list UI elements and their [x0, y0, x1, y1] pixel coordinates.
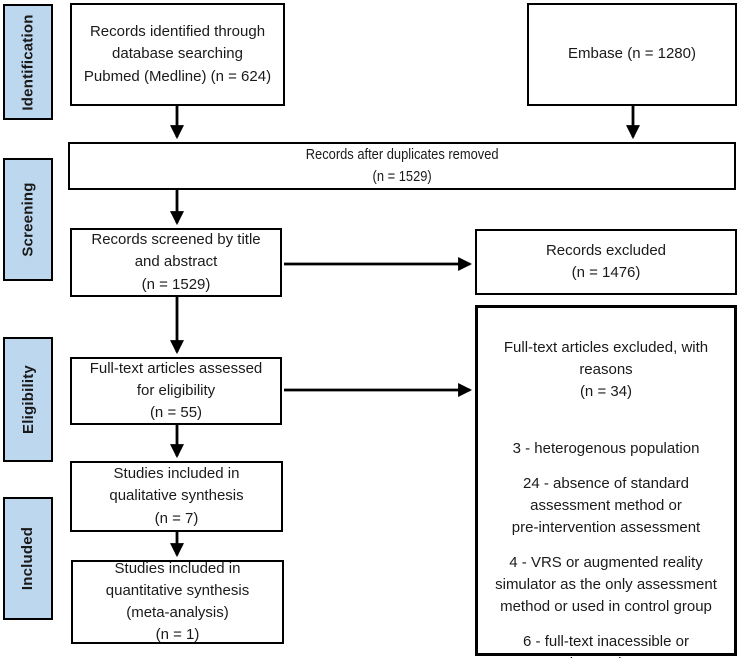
flow-box-fulltext-assessed-text: Full-text articles assessed for eligibil… [89, 359, 263, 422]
flow-box-records-excluded: Records excluded (n = 1476) [475, 229, 737, 295]
flow-box-screened-text: Records screened by title and abstract (… [91, 231, 261, 293]
flow-box-pubmed: Records identified through database sear… [70, 3, 285, 106]
flow-box-embase: Embase (n = 1280) [527, 3, 737, 106]
stage-identification: Identification [3, 4, 53, 120]
stage-screening: Screening [3, 158, 53, 281]
reason-item: 3 - heterogenous population [512, 440, 700, 457]
flow-box-duplicates-removed: Records after duplicates removed (n = 15… [68, 142, 736, 190]
stage-eligibility: Eligibility [3, 337, 53, 462]
flow-box-embase-text: Embase (n = 1280) [568, 45, 696, 63]
stage-screening-label: Screening [19, 182, 37, 257]
flow-box-records-excluded-text: Records excluded (n = 1476) [545, 241, 667, 281]
flow-box-quantitative-synthesis-text: Studies included in quantitative synthes… [105, 559, 250, 644]
flow-box-fulltext-assessed: Full-text articles assessed for eligibil… [70, 357, 282, 425]
flow-box-pubmed-text: Records identified through database sear… [83, 23, 272, 85]
flow-box-quantitative-synthesis: Studies included in quantitative synthes… [71, 560, 284, 644]
flow-box-duplicates-removed-text: Records after duplicates removed (n = 15… [305, 145, 499, 185]
reason-item: 6 - full-text inacessible or incomplete [523, 633, 689, 658]
flow-box-screened: Records screened by title and abstract (… [70, 228, 282, 297]
flow-box-qualitative-synthesis-text: Studies included in qualitative synthesi… [109, 465, 244, 527]
reason-item: 24 - absence of standard assessment meth… [511, 475, 701, 536]
reason-item: 4 - VRS or augmented reality simulator a… [495, 554, 717, 615]
stage-eligibility-label: Eligibility [19, 365, 37, 434]
flow-box-fulltext-excluded: Full-text articles excluded, with reason… [475, 305, 737, 658]
fulltext-excluded-header: Full-text articles excluded, with reason… [503, 339, 709, 400]
fulltext-excluded-reasons: 3 - heterogenous population 24 - absence … [484, 438, 728, 658]
stage-included-label: Included [19, 526, 37, 591]
flow-box-qualitative-synthesis: Studies included in qualitative synthesi… [70, 461, 283, 532]
stage-included: Included [3, 497, 53, 620]
stage-identification-label: Identification [19, 13, 37, 111]
